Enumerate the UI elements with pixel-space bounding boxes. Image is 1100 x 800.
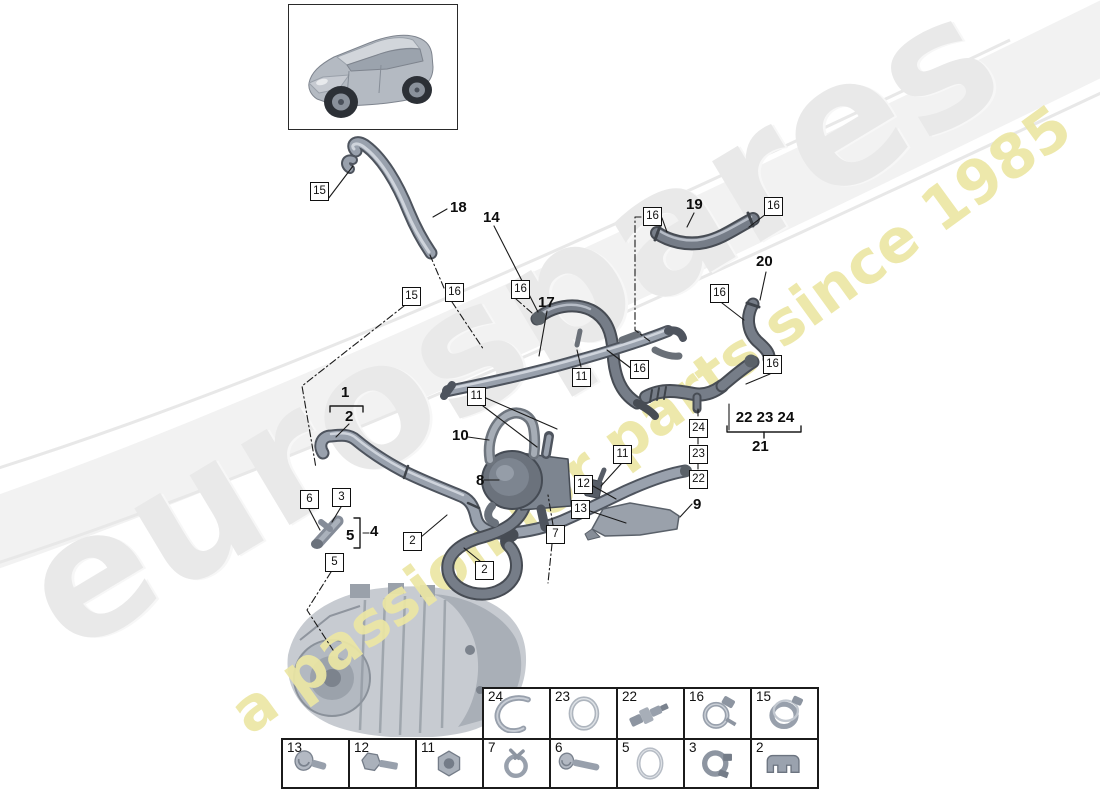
legend-part-number: 11 bbox=[421, 740, 436, 755]
part-number-label: 4 bbox=[370, 523, 379, 540]
legend-part-number: 15 bbox=[756, 689, 772, 704]
o-ring-icon bbox=[636, 747, 664, 780]
cayenne-car-icon bbox=[308, 34, 434, 118]
dashed-connection-lines bbox=[301, 216, 699, 651]
callout-box: 3 bbox=[332, 488, 351, 507]
legend-cell: 13 bbox=[281, 738, 350, 789]
callout-box: 15 bbox=[402, 287, 421, 306]
legend-part-number: 23 bbox=[555, 689, 571, 704]
c-clip-icon bbox=[494, 695, 531, 733]
callout-box: 12 bbox=[574, 475, 593, 494]
callout-box: 11 bbox=[613, 445, 632, 464]
group-brackets bbox=[329, 405, 802, 549]
part-number-label: 9 bbox=[693, 496, 702, 513]
legend-cell: 22 bbox=[616, 687, 685, 740]
part-number-label: 22 23 24 bbox=[735, 409, 795, 426]
callout-box: 16 bbox=[643, 207, 662, 226]
callout-box: 24 bbox=[689, 419, 708, 438]
part-number-label: 21 bbox=[752, 438, 769, 455]
worm-clamp-icon bbox=[702, 696, 737, 729]
part-number-label: 18 bbox=[450, 199, 467, 216]
callout-box: 23 bbox=[689, 445, 708, 464]
hose-clamp-icon bbox=[702, 750, 732, 779]
callout-box: 2 bbox=[403, 532, 422, 551]
water-pump bbox=[481, 431, 572, 532]
legend-cell: 6 bbox=[549, 738, 618, 789]
callout-box: 16 bbox=[511, 280, 530, 299]
part-number-label: 8 bbox=[476, 472, 485, 489]
legend-part-number: 5 bbox=[622, 740, 630, 755]
hex-bolt-icon bbox=[361, 752, 398, 772]
legend-cell: 15 bbox=[750, 687, 819, 740]
part-number-label: 14 bbox=[483, 209, 500, 226]
callout-box: 16 bbox=[764, 197, 783, 216]
legend-cell: 11 bbox=[415, 738, 484, 789]
callout-box: 16 bbox=[630, 360, 649, 379]
callout-box: 11 bbox=[572, 368, 591, 387]
o-ring-icon bbox=[568, 696, 600, 731]
legend-part-number: 3 bbox=[689, 740, 697, 755]
legend-part-number: 13 bbox=[287, 740, 303, 755]
legend-part-number: 2 bbox=[756, 740, 764, 755]
part-number-label: 2 bbox=[345, 408, 354, 425]
legend-part-number: 7 bbox=[488, 740, 496, 755]
legend-part-number: 12 bbox=[354, 740, 370, 755]
vehicle-thumbnail-box bbox=[288, 4, 458, 130]
callout-box: 16 bbox=[710, 284, 729, 303]
callout-box: 16 bbox=[763, 355, 782, 374]
hose-19 bbox=[650, 211, 760, 251]
legend-part-number: 22 bbox=[622, 689, 638, 704]
callout-box: 2 bbox=[475, 561, 494, 580]
pipe-18 bbox=[341, 136, 438, 260]
callout-box: 16 bbox=[445, 283, 464, 302]
connector-4 bbox=[311, 515, 344, 549]
callout-box: 11 bbox=[467, 387, 486, 406]
hose-14 bbox=[530, 299, 659, 420]
legend-cell: 24 bbox=[482, 687, 551, 740]
band-clamp-icon bbox=[769, 695, 804, 730]
pan-screw-icon bbox=[294, 750, 327, 771]
legend-part-number: 24 bbox=[488, 689, 504, 704]
part-number-label: 19 bbox=[686, 196, 703, 213]
legend-cell: 2 bbox=[750, 738, 819, 789]
hose-2 bbox=[441, 498, 532, 601]
hex-nut-icon bbox=[437, 750, 461, 777]
legend-cell: 16 bbox=[683, 687, 752, 740]
y-hose-21 bbox=[639, 354, 760, 414]
callout-box: 22 bbox=[689, 470, 708, 489]
callout-box: 7 bbox=[546, 525, 565, 544]
pipe-1 bbox=[314, 428, 692, 540]
part-number-label: 17 bbox=[538, 294, 555, 311]
part-number-label: 10 bbox=[452, 427, 469, 444]
callout-box: 5 bbox=[325, 553, 344, 572]
legend-cell: 3 bbox=[683, 738, 752, 789]
half-shell-icon bbox=[766, 754, 800, 773]
stud-fitting-icon bbox=[629, 703, 669, 727]
part-number-label: 1 bbox=[341, 384, 350, 401]
callout-box: 6 bbox=[300, 490, 319, 509]
legend-part-number: 16 bbox=[689, 689, 705, 704]
part-number-label: 20 bbox=[756, 253, 773, 270]
legend-cell: 7 bbox=[482, 738, 551, 789]
pipe-17 bbox=[440, 325, 687, 400]
legend-part-number: 6 bbox=[555, 740, 563, 755]
legend-cell: 12 bbox=[348, 738, 417, 789]
legend-cell: 23 bbox=[549, 687, 618, 740]
callout-box: 15 bbox=[310, 182, 329, 201]
legend-cell: 5 bbox=[616, 738, 685, 789]
callout-box: 13 bbox=[571, 500, 590, 519]
part-number-label: 5 bbox=[346, 527, 355, 544]
hose-20 bbox=[742, 297, 776, 366]
long-screw-icon bbox=[558, 752, 600, 771]
spring-clamp-icon bbox=[504, 748, 528, 779]
leader-lines bbox=[308, 165, 771, 562]
